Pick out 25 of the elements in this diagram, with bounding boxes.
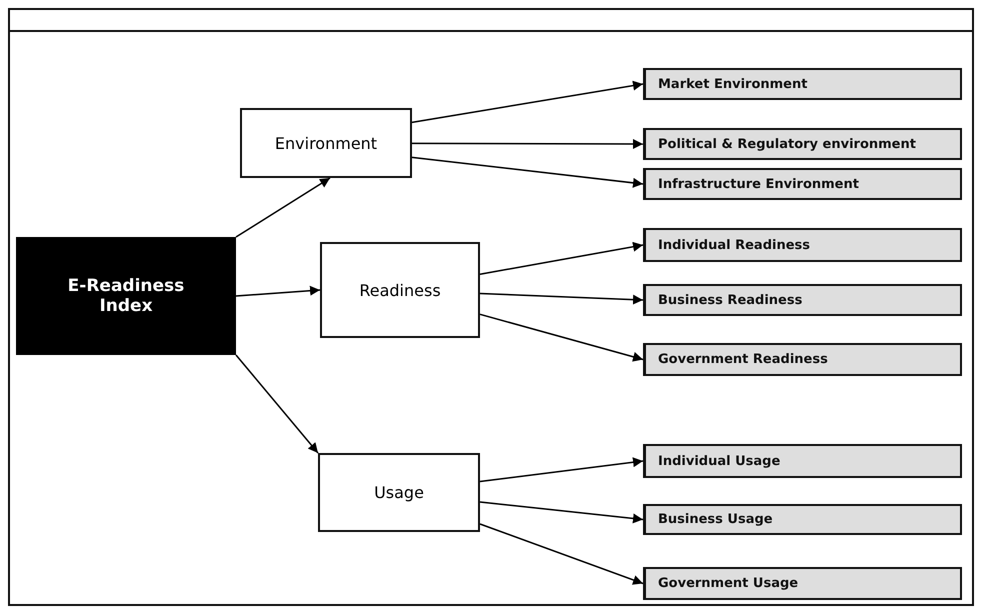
indicator-box: Political & Regulatory environment [643,128,962,160]
arrow [236,177,330,238]
arrow [412,138,643,149]
arrow [480,292,644,305]
indicator-box: Business Usage [643,504,962,535]
indicator-box: Business Readiness [643,284,962,316]
arrow [480,242,644,275]
arrow [480,314,644,362]
arrow [412,156,644,188]
arrow [480,523,644,585]
category-box: Environment [240,108,412,178]
category-box: Usage [318,453,480,532]
arrow [235,354,319,454]
indicator-box: Government Usage [643,567,962,600]
category-box: Readiness [320,242,480,338]
arrow [480,501,644,524]
indicator-box: Market Environment [643,68,962,100]
arrow [480,457,644,482]
indicator-box: Individual Usage [643,444,962,478]
arrow [236,286,320,297]
indicator-box: Government Readiness [643,343,962,376]
indicator-box: Infrastructure Environment [643,168,962,200]
index-box: E-Readiness Index [16,237,236,355]
indicator-box: Individual Readiness [643,228,962,262]
arrow [412,80,644,124]
